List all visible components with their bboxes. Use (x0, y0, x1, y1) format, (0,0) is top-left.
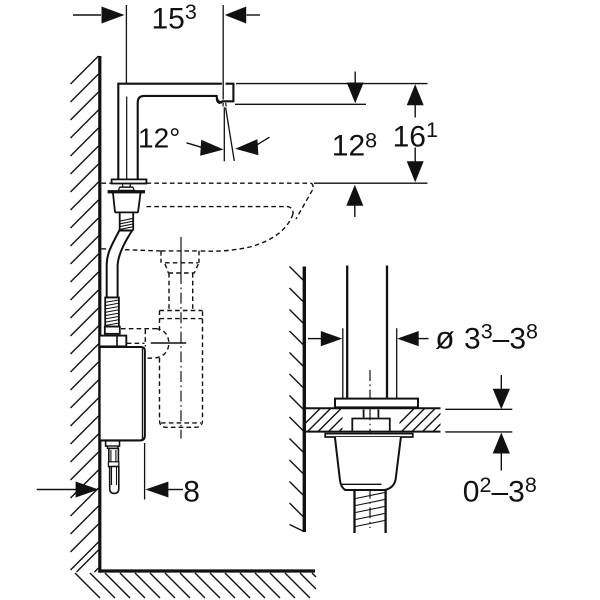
svg-text:ø: ø (435, 319, 454, 355)
svg-text:161: 161 (393, 118, 438, 154)
svg-text:33–38: 33–38 (464, 320, 538, 356)
svg-text:8: 8 (183, 475, 200, 508)
svg-text:12°: 12° (138, 122, 180, 153)
svg-text:02–38: 02–38 (463, 473, 537, 509)
